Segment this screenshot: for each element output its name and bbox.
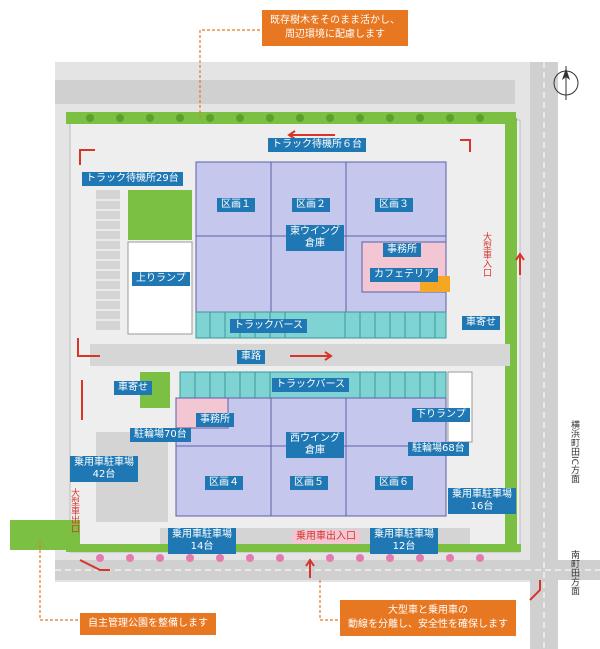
car-stop-east-label: 車寄せ xyxy=(462,316,500,330)
north-compass xyxy=(553,66,579,100)
car-42-label: 乗用車駐車場 42台 xyxy=(70,456,138,482)
blossom-trees xyxy=(96,554,484,562)
west-wing-line2: 倉庫 xyxy=(305,445,325,456)
truck-berth-south-label: トラックバース xyxy=(272,378,349,392)
block-4-label: 区画４ xyxy=(205,476,243,490)
car-14-label: 乗用車駐車場 14台 xyxy=(168,528,236,554)
callout-top: 既存樹木をそのまま活かし、 周辺環境に配慮します xyxy=(262,10,408,46)
west-green-patch xyxy=(128,190,192,240)
cafeteria-label: カフェテリア xyxy=(370,268,438,282)
up-ramp-structure xyxy=(127,241,193,335)
park-area xyxy=(10,520,80,550)
block-1-label: 区画１ xyxy=(217,198,255,212)
car-14-line2: 14台 xyxy=(190,541,214,552)
east-wing-label: 東ウイング 倉庫 xyxy=(286,225,344,251)
flow-arrows xyxy=(77,130,541,601)
block-2-label: 区画２ xyxy=(292,198,330,212)
east-tree-belt xyxy=(505,118,517,548)
block-3-label: 区画３ xyxy=(375,198,413,212)
car-16-label: 乗用車駐車場 16台 xyxy=(448,488,516,514)
up-ramp-label: 上りランプ xyxy=(132,272,190,286)
callout-bottom-left: 自主管理公園を整備します xyxy=(80,613,216,635)
block-6-label: 区画６ xyxy=(375,476,413,490)
west-wing-label: 西ウイング 倉庫 xyxy=(286,432,344,458)
car-14-line1: 乗用車駐車場 xyxy=(172,529,232,540)
down-ramp-structure xyxy=(447,371,473,443)
truck-berth-north-label: トラックバース xyxy=(230,319,307,333)
office-north-label: 事務所 xyxy=(383,243,421,257)
callout-bottom-right-line1: 大型車と乗用車の xyxy=(388,605,468,616)
down-ramp-label: 下りランプ xyxy=(412,408,470,422)
callout-top-line1: 既存樹木をそのまま活かし、 xyxy=(270,15,400,26)
west-wing-line1: 西ウイング xyxy=(290,433,340,444)
north-road xyxy=(55,80,515,104)
car-stop-west-label: 車寄せ xyxy=(114,381,152,395)
car-entrance-label: 乗用車出入口 xyxy=(292,530,360,544)
truck-wait-29-label: トラック待機所29台 xyxy=(82,172,183,186)
callout-bottom-right-line2: 動線を分離し、安全性を確保します xyxy=(348,619,508,630)
callout-bottom-left-text: 自主管理公園を整備します xyxy=(88,618,208,629)
east-wing-line2: 倉庫 xyxy=(305,238,325,249)
south-tree-belt xyxy=(66,544,521,552)
tree-dots xyxy=(86,114,484,122)
bike-70-label: 駐輪場70台 xyxy=(130,428,191,442)
callout-bottom-right: 大型車と乗用車の 動線を分離し、安全性を確保します xyxy=(340,600,516,636)
office-south-label: 事務所 xyxy=(196,413,234,427)
car-42-line2: 42台 xyxy=(92,469,116,480)
car-12-line1: 乗用車駐車場 xyxy=(374,529,434,540)
car-12-line2: 12台 xyxy=(392,541,416,552)
truck-entry-label: 大型車入口 xyxy=(481,232,491,277)
car-12-label: 乗用車駐車場 12台 xyxy=(370,528,438,554)
car-16-line1: 乗用車駐車場 xyxy=(452,489,512,500)
car-16-line2: 16台 xyxy=(470,501,494,512)
truck-exit-label: 大型車出口 xyxy=(69,488,79,533)
car-42-line1: 乗用車駐車場 xyxy=(74,457,134,468)
east-wing-line1: 東ウイング xyxy=(290,226,340,237)
callout-top-line2: 周辺環境に配慮します xyxy=(285,29,385,40)
bike-68-label: 駐輪場68台 xyxy=(408,442,469,456)
west-parking-stripes xyxy=(96,190,120,330)
road-label: 車路 xyxy=(237,350,265,364)
ic-direction-label: 横浜町田IC方面 xyxy=(569,420,579,483)
block-5-label: 区画５ xyxy=(290,476,328,490)
truck-wait-6-label: トラック待機所６台 xyxy=(268,138,366,152)
station-direction-label: 南町田方面 xyxy=(569,550,579,595)
